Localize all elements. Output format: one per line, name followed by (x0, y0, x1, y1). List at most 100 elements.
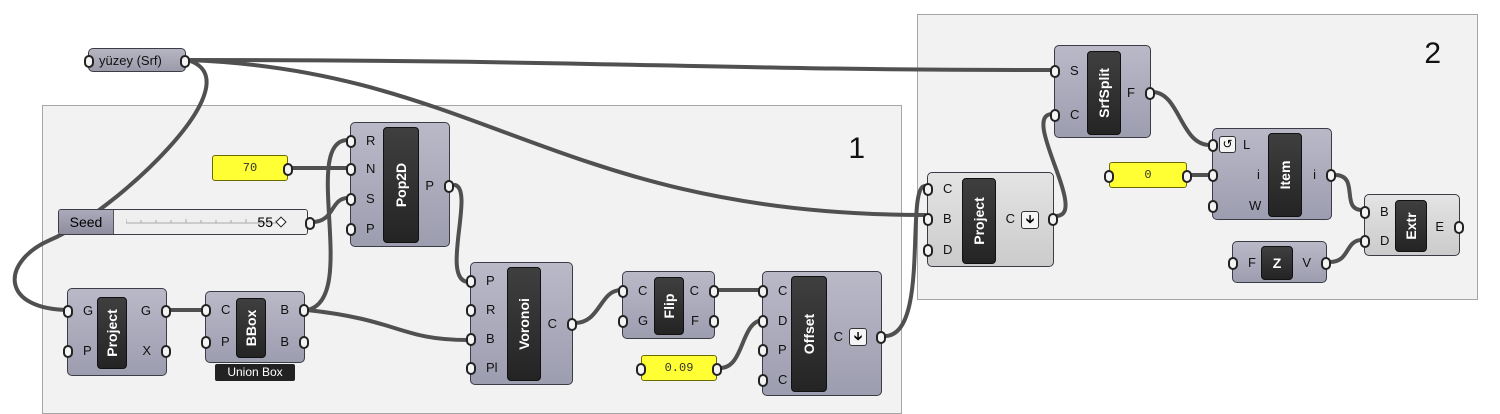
project-left-input-p[interactable]: P (63, 341, 118, 361)
slot-label: B (280, 302, 289, 317)
grip-icon[interactable] (63, 345, 73, 358)
grip-icon[interactable] (444, 180, 454, 193)
srfsplit-output-f[interactable]: F (1100, 83, 1155, 103)
item-index-input-grip[interactable] (1104, 170, 1114, 183)
grip-icon[interactable] (299, 304, 309, 317)
grip-icon[interactable] (1208, 139, 1218, 152)
grip-icon[interactable] (466, 304, 476, 317)
grip-icon[interactable] (1326, 169, 1336, 182)
pop2d-output-p[interactable]: P (399, 176, 454, 196)
extr-output-e[interactable]: E (1409, 217, 1464, 237)
slot-label: C (1005, 211, 1015, 226)
offset-component[interactable]: C D P C Offset C 🡳 (758, 271, 886, 396)
surface-parameter[interactable]: yüzey (Srf) (84, 48, 190, 72)
voronoi-output-c[interactable]: C (522, 314, 577, 334)
extr-input-b[interactable]: B (1360, 202, 1415, 222)
flip-output-c[interactable]: C (664, 281, 719, 301)
unitz-output-v[interactable]: V (1276, 253, 1331, 273)
project-left-output-g[interactable]: G (116, 301, 171, 321)
unitz-component[interactable]: F Z V (1228, 241, 1331, 283)
grip-icon[interactable] (923, 244, 933, 257)
count-panel-output-grip[interactable] (283, 163, 293, 176)
grip-icon[interactable] (1228, 257, 1238, 270)
bbox-output-b1[interactable]: B (254, 300, 309, 320)
slot-label: B (943, 211, 952, 226)
grip-icon[interactable] (1050, 65, 1060, 78)
grip-icon[interactable] (567, 318, 577, 331)
grip-icon[interactable] (1454, 221, 1464, 234)
grip-icon[interactable] (299, 336, 309, 349)
bbox-output-b2[interactable]: B (254, 332, 309, 352)
grip-icon[interactable] (618, 315, 628, 328)
seed-slider-output-grip[interactable] (305, 217, 315, 230)
flip-output-f[interactable]: F (664, 311, 719, 331)
grip-icon[interactable] (466, 275, 476, 288)
grip-icon[interactable] (1208, 169, 1218, 182)
item-input-i[interactable]: i (1208, 165, 1263, 185)
down-arrow-icon[interactable]: 🡳 (849, 328, 867, 346)
grip-icon[interactable] (1048, 213, 1058, 226)
offset-distance-panel[interactable]: 0.09 (636, 355, 722, 381)
voronoi-component[interactable]: P R B Pl Voronoi C (466, 262, 577, 385)
surface-output-grip[interactable] (180, 55, 190, 68)
offset-title: Offset (791, 276, 827, 392)
extr-component[interactable]: B D Extr E (1360, 194, 1464, 256)
grip-icon[interactable] (346, 135, 356, 148)
grip-icon[interactable] (1360, 235, 1370, 248)
item-index-panel[interactable]: 0 (1104, 162, 1192, 188)
grip-icon[interactable] (1208, 200, 1218, 213)
seed-slider[interactable]: Seed 55 (58, 209, 308, 235)
grip-icon[interactable] (923, 183, 933, 196)
grip-icon[interactable] (923, 213, 933, 226)
unitz-input-f[interactable]: F (1228, 253, 1283, 273)
grip-icon[interactable] (161, 305, 171, 318)
grip-icon[interactable] (346, 193, 356, 206)
grip-icon[interactable] (63, 305, 73, 318)
item-input-w[interactable]: W (1208, 196, 1263, 216)
grip-icon[interactable] (466, 362, 476, 375)
grip-icon[interactable] (758, 344, 768, 357)
offset-distance-output-grip[interactable] (712, 363, 722, 376)
grip-icon[interactable] (758, 315, 768, 328)
slot-label: i (1313, 167, 1316, 182)
slot-label: D (778, 313, 788, 328)
flip-component[interactable]: C G Flip C F (618, 271, 719, 339)
item-output-i[interactable]: i (1281, 165, 1336, 185)
grip-icon[interactable] (1050, 109, 1060, 122)
grip-icon[interactable] (709, 315, 719, 328)
grip-icon[interactable] (758, 285, 768, 298)
slot-label: C (778, 283, 788, 298)
grip-icon[interactable] (201, 304, 211, 317)
grip-icon[interactable] (1360, 206, 1370, 219)
grip-icon[interactable] (876, 331, 886, 344)
grip-icon[interactable] (346, 163, 356, 176)
grip-icon[interactable] (161, 345, 171, 358)
item-input-l[interactable]: L (1208, 135, 1263, 155)
pop2d-component[interactable]: R N S P Pop2D P (346, 122, 454, 247)
count-panel[interactable]: 70 (212, 155, 293, 181)
grip-icon[interactable] (758, 374, 768, 387)
slot-label: S (366, 191, 375, 206)
grip-icon[interactable] (201, 336, 211, 349)
grip-icon[interactable] (709, 285, 719, 298)
down-arrow-icon[interactable]: 🡳 (1021, 211, 1039, 229)
bbox-input-p[interactable]: P (201, 332, 256, 352)
item-index-output-grip[interactable] (1182, 170, 1192, 183)
surface-input-grip[interactable] (84, 55, 94, 68)
offset-distance-input-grip[interactable] (636, 363, 646, 376)
grip-icon[interactable] (618, 285, 628, 298)
item-index-value: 0 (1144, 168, 1152, 182)
item-component[interactable]: ↺ L i W Item i (1208, 128, 1336, 220)
grip-icon[interactable] (346, 223, 356, 236)
project-left-component[interactable]: G P Project G X (63, 288, 171, 376)
project-left-output-x[interactable]: X (116, 341, 171, 361)
reverse-icon[interactable]: ↺ (1219, 136, 1236, 153)
srfsplit-component[interactable]: S C SrfSplit F (1050, 45, 1155, 138)
grip-icon[interactable] (1145, 87, 1155, 100)
offset-input-c2[interactable]: C (758, 370, 813, 390)
grip-icon[interactable] (466, 333, 476, 346)
voronoi-input-pl[interactable]: Pl (466, 358, 521, 378)
project-mid-component[interactable]: C B D Project C 🡳 (923, 172, 1058, 267)
grip-icon[interactable] (1321, 257, 1331, 270)
bbox-component[interactable]: C P BBox B B (201, 291, 309, 363)
